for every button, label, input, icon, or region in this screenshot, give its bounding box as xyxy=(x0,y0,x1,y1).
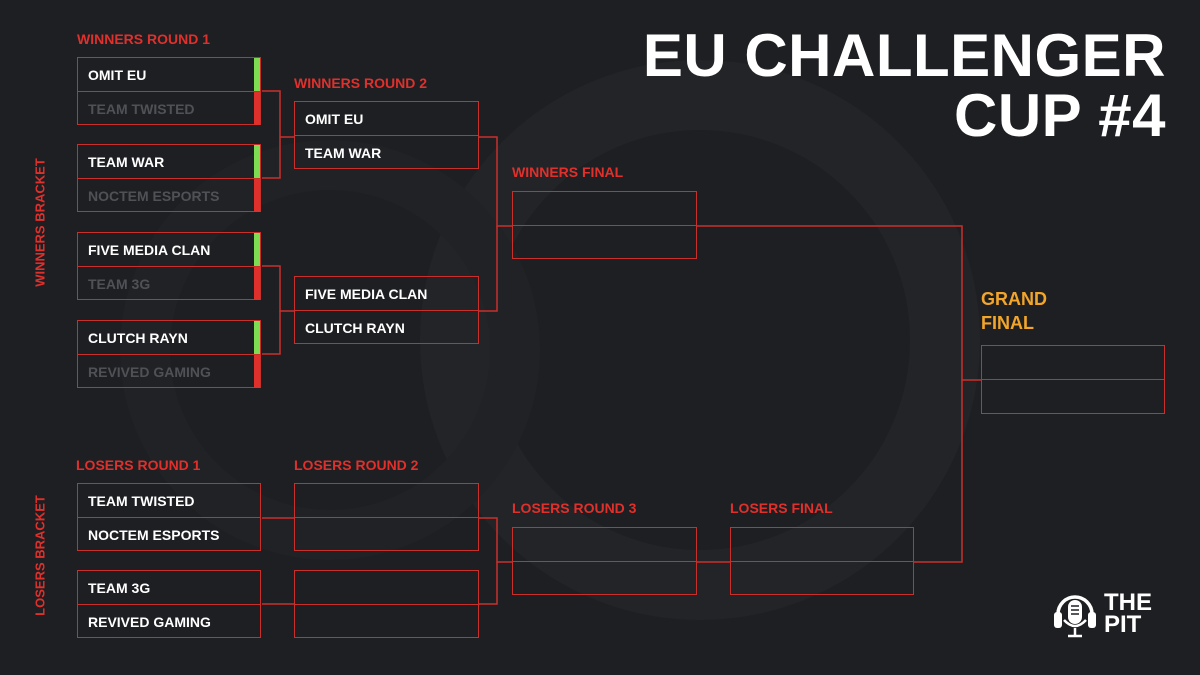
lr1-match-1-team-2[interactable]: NOCTEM ESPORTS xyxy=(78,517,260,551)
loss-indicator xyxy=(254,267,260,300)
title-line-2: CUP #4 xyxy=(953,82,1166,149)
lr1-match-1[interactable]: TEAM TWISTED NOCTEM ESPORTS xyxy=(77,483,261,551)
the-pit-logo: THE PIT xyxy=(1052,588,1152,640)
team-name: TEAM WAR xyxy=(88,154,165,170)
lr3-team-2[interactable] xyxy=(513,561,696,595)
losers-final-label: LOSERS FINAL xyxy=(730,500,833,516)
tournament-title: EU CHALLENGER CUP #4 xyxy=(643,26,1166,146)
grand-final-label-line-2: FINAL xyxy=(981,313,1034,333)
lr1-match-1-team-1[interactable]: TEAM TWISTED xyxy=(88,493,195,509)
grand-final-label-line-1: GRAND xyxy=(981,289,1047,309)
wr2-match-1-team-1[interactable]: OMIT EU xyxy=(305,111,364,127)
wr1-match-2[interactable]: TEAM WAR NOCTEM ESPORTS xyxy=(77,144,261,212)
wr1-match-2-team-1[interactable]: TEAM WAR xyxy=(78,145,260,179)
lr1-match-2-team-1[interactable]: TEAM 3G xyxy=(88,580,151,596)
losers-round-2-label: LOSERS ROUND 2 xyxy=(294,457,419,473)
win-indicator xyxy=(254,145,260,179)
wr1-match-1-team-1[interactable]: OMIT EU xyxy=(78,58,260,92)
grand-final-label: GRAND FINAL xyxy=(981,287,1047,335)
team-name: REVIVED GAMING xyxy=(88,363,211,380)
lr1-match-2-team-2[interactable]: REVIVED GAMING xyxy=(78,604,260,638)
lr2-match-2-team-2[interactable] xyxy=(295,604,478,638)
team-name: NOCTEM ESPORTS xyxy=(88,187,220,204)
wr1-match-4-team-2[interactable]: REVIVED GAMING xyxy=(78,354,260,388)
connector-wr1-d xyxy=(262,311,281,355)
losers-round-1-label: LOSERS ROUND 1 xyxy=(76,457,201,473)
win-indicator xyxy=(254,233,260,267)
podcast-microphone-icon xyxy=(1054,595,1096,638)
losers-bracket-label: LOSERS BRACKET xyxy=(32,495,48,616)
connector-wf-gf xyxy=(697,225,981,381)
connector-wr1-c xyxy=(262,265,294,312)
team-name: OMIT EU xyxy=(88,67,147,83)
wr2-match-1-team-2[interactable]: TEAM WAR xyxy=(295,135,478,169)
lf-team-1[interactable] xyxy=(731,528,913,562)
lr3-match[interactable] xyxy=(512,527,697,595)
lr2-match-2[interactable] xyxy=(294,570,479,638)
connector-wr1-b xyxy=(262,137,281,179)
title-line-1: EU CHALLENGER xyxy=(642,22,1166,89)
lf-team-2[interactable] xyxy=(731,561,913,595)
gf-team-1[interactable] xyxy=(982,346,1164,380)
wr1-match-2-team-2[interactable]: NOCTEM ESPORTS xyxy=(78,178,260,212)
wr1-match-1-team-2[interactable]: TEAM TWISTED xyxy=(78,91,260,125)
losers-final-match[interactable] xyxy=(730,527,914,595)
logo-line-2: PIT xyxy=(1104,611,1142,638)
wr1-match-3-team-2[interactable]: TEAM 3G xyxy=(78,266,260,300)
lr1-match-2[interactable]: TEAM 3G REVIVED GAMING xyxy=(77,570,261,638)
winners-round-2-label: WINNERS ROUND 2 xyxy=(294,75,428,91)
lr2-match-1-team-2[interactable] xyxy=(295,517,478,551)
lr2-match-1[interactable] xyxy=(294,483,479,551)
loss-indicator xyxy=(254,179,260,212)
wr2-match-2-team-2[interactable]: CLUTCH RAYN xyxy=(295,310,478,344)
connector-lf-gf xyxy=(914,380,963,563)
grand-final-match[interactable] xyxy=(981,345,1165,414)
loss-indicator xyxy=(254,355,260,388)
gf-team-2[interactable] xyxy=(982,379,1164,413)
connector-lr2-a xyxy=(479,517,512,563)
lr2-match-2-team-1[interactable] xyxy=(295,571,478,605)
wr2-match-2[interactable]: FIVE MEDIA CLAN CLUTCH RAYN xyxy=(294,276,479,344)
team-name: FIVE MEDIA CLAN xyxy=(88,242,211,258)
wf-team-1[interactable] xyxy=(513,192,696,226)
loss-indicator xyxy=(254,92,260,125)
wr1-match-1[interactable]: OMIT EU TEAM TWISTED xyxy=(77,57,261,125)
logo-text: THE PIT xyxy=(1104,589,1152,638)
logo-line-1: THE xyxy=(1104,589,1152,616)
winners-bracket-label: WINNERS BRACKET xyxy=(32,158,48,287)
connector-wr2-b xyxy=(479,226,498,312)
losers-round-3-label: LOSERS ROUND 3 xyxy=(512,500,637,516)
winners-round-1-label: WINNERS ROUND 1 xyxy=(77,31,211,47)
winners-final-match[interactable] xyxy=(512,191,697,259)
wr1-match-4[interactable]: CLUTCH RAYN REVIVED GAMING xyxy=(77,320,261,388)
wr2-match-1[interactable]: OMIT EU TEAM WAR xyxy=(294,101,479,169)
winners-final-label: WINNERS FINAL xyxy=(512,164,624,180)
lr2-match-1-team-1[interactable] xyxy=(295,484,478,518)
team-name: CLUTCH RAYN xyxy=(88,330,188,346)
connector-wr2-a xyxy=(479,136,512,227)
wr1-match-3-team-1[interactable]: FIVE MEDIA CLAN xyxy=(78,233,260,267)
wr1-match-4-team-1[interactable]: CLUTCH RAYN xyxy=(78,321,260,355)
wr1-match-3[interactable]: FIVE MEDIA CLAN TEAM 3G xyxy=(77,232,261,300)
lr3-team-1[interactable] xyxy=(513,528,696,562)
wr2-match-2-team-1[interactable]: FIVE MEDIA CLAN xyxy=(305,286,428,302)
wf-team-2[interactable] xyxy=(513,225,696,259)
team-name: TEAM TWISTED xyxy=(88,100,195,117)
win-indicator xyxy=(254,321,260,355)
connector-wr1-a xyxy=(262,90,294,138)
team-name: TEAM 3G xyxy=(88,275,151,292)
win-indicator xyxy=(254,58,260,92)
connector-lr2-b xyxy=(479,562,498,605)
